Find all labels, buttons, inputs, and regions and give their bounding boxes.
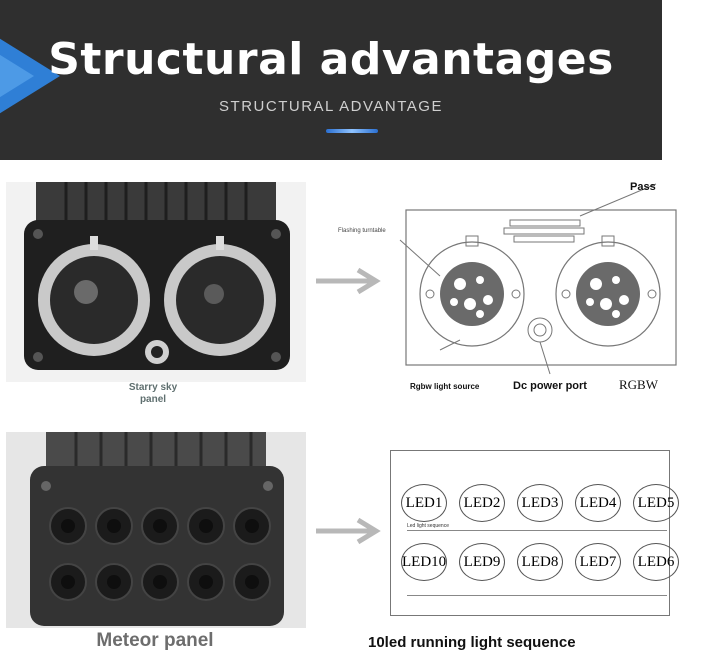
rgbw-light-source-label: Rgbw light source [410, 382, 480, 391]
page-title: Structural advantages [48, 34, 614, 85]
led-sequence-diagram: LED1 LED2 LED3 LED4 LED5 Led light seque… [390, 450, 679, 616]
led-circle: LED2 [459, 484, 505, 522]
led-circle: LED4 [575, 484, 621, 522]
arrow-right-icon [316, 517, 381, 545]
pass-label: Pass [630, 181, 656, 193]
starry-structure-diagram [399, 183, 677, 375]
starry-device-illustration [24, 182, 290, 370]
led-circle: LED5 [633, 484, 679, 522]
starry-sky-caption: Starry sky panel [128, 382, 178, 405]
led-circle: LED3 [517, 484, 563, 522]
sequence-line-bottom [407, 595, 667, 596]
led-sequence-label: Led light sequence [407, 523, 449, 529]
led-circle: LED10 [401, 543, 447, 581]
page-subtitle: STRUCTURAL ADVANTAGE [219, 98, 443, 115]
flashing-turntable-label: Flashing turntable [338, 228, 386, 234]
meteor-device-illustration [30, 432, 284, 626]
led-circle: LED6 [633, 543, 679, 581]
meteor-panel-photo [6, 432, 306, 628]
header-banner: Structural advantages STRUCTURAL ADVANTA… [0, 0, 662, 160]
led-sequence-caption: 10led running light sequence [368, 634, 576, 651]
led-circle: LED9 [459, 543, 505, 581]
title-underline [326, 129, 378, 133]
led-circle: LED7 [575, 543, 621, 581]
led-row-bottom: LED10 LED9 LED8 LED7 LED6 [401, 543, 701, 583]
sequence-line [407, 530, 667, 531]
rgbw-label-right: RGBW [619, 377, 658, 392]
led-circle: LED1 [401, 484, 447, 522]
led-row-top: LED1 LED2 LED3 LED4 LED5 [401, 484, 701, 524]
led-circle: LED8 [517, 543, 563, 581]
decorative-triangle-inner [0, 30, 34, 122]
dc-power-port-label: Dc power port [513, 380, 587, 392]
meteor-panel-caption: Meteor panel [96, 630, 214, 651]
arrow-right-icon [316, 267, 381, 295]
starry-sky-panel-photo [6, 182, 306, 382]
